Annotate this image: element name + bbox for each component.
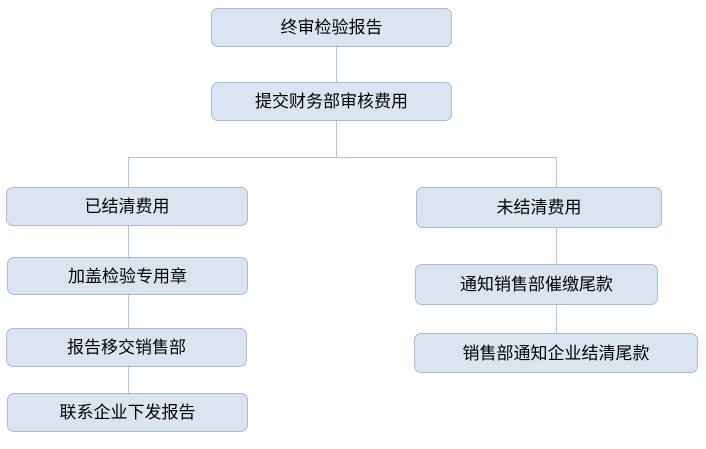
connector-stamp-to-transfer [128,295,129,328]
connector-submit-down [336,121,337,157]
connector-transfer-to-contact [128,367,129,393]
connector-settled-to-stamp [128,226,129,257]
connector-branch-left-drop [128,157,129,187]
node-sales-notify-enterprise: 销售部通知企业结清尾款 [414,333,698,373]
node-contact-enterprise: 联系企业下发报告 [7,393,248,432]
node-fees-settled: 已结清费用 [6,187,248,226]
connector-unsettled-to-notify [556,228,557,264]
connector-branch-horizontal [128,157,557,158]
connector-final-to-submit [336,47,337,82]
node-submit-finance: 提交财务部审核费用 [211,82,452,121]
connector-branch-right-drop [556,157,557,187]
node-final-report: 终审检验报告 [211,8,452,47]
node-apply-inspection-seal: 加盖检验专用章 [7,257,248,295]
node-fees-unsettled: 未结清费用 [416,187,662,228]
connector-notify-to-salesnotify [556,305,557,333]
node-notify-sales-dept: 通知销售部催缴尾款 [415,264,658,305]
node-transfer-report-sales: 报告移交销售部 [6,328,247,367]
